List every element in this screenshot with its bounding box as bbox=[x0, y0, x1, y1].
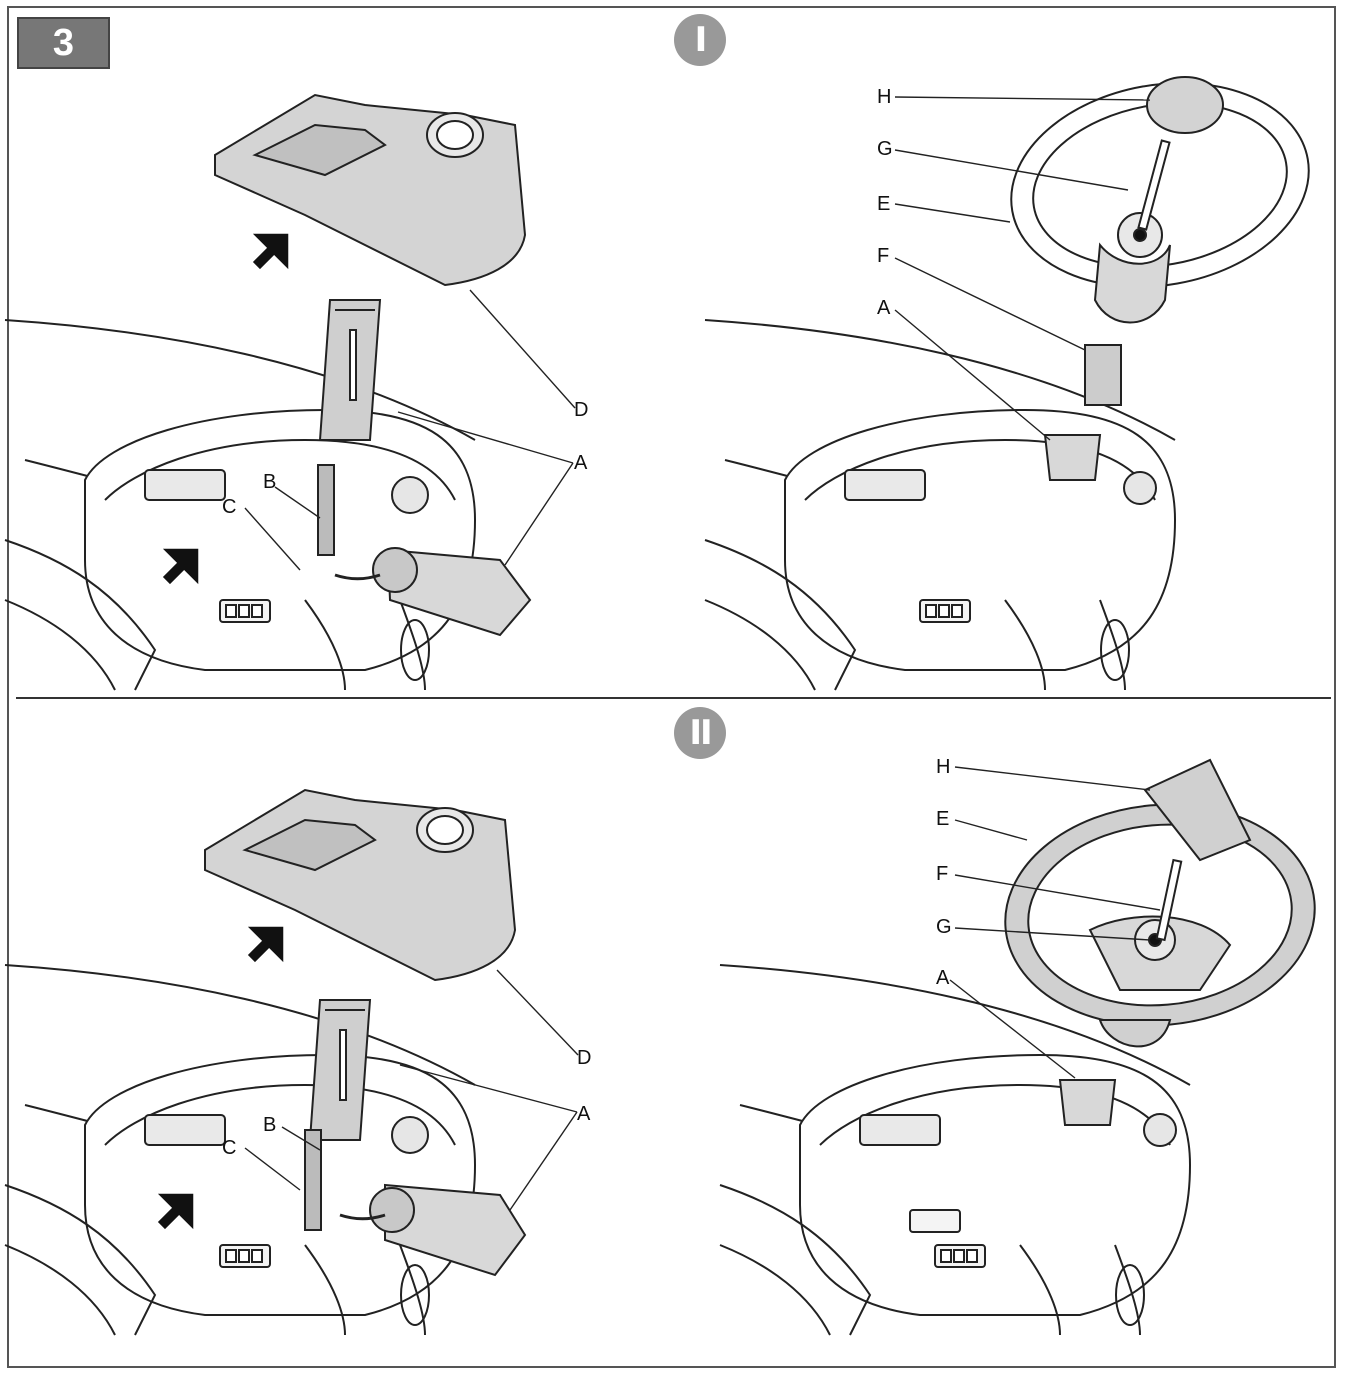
label-g: G bbox=[936, 916, 952, 938]
step-number-badge: 3 bbox=[17, 17, 110, 69]
panel-2-left-illustration bbox=[4, 789, 527, 1336]
label-h: H bbox=[936, 756, 951, 778]
panel-1-roman-badge: I bbox=[674, 14, 726, 66]
label-a: A bbox=[577, 1103, 591, 1125]
diagram-frame bbox=[7, 6, 1336, 1368]
label-a: A bbox=[877, 297, 891, 319]
label-f: F bbox=[936, 863, 949, 885]
label-e: E bbox=[936, 808, 950, 830]
label-d: D bbox=[574, 399, 589, 421]
panel-1-left-illustration bbox=[4, 94, 532, 691]
panel-2-roman-badge: II bbox=[674, 707, 726, 759]
panel-1-right-illustration bbox=[704, 76, 1310, 691]
panel-2-right-illustration bbox=[719, 758, 1316, 1336]
leader-lines bbox=[244, 96, 1161, 1211]
label-a: A bbox=[574, 452, 588, 474]
label-h: H bbox=[877, 86, 892, 108]
panel-divider bbox=[16, 697, 1331, 699]
label-c: C bbox=[222, 1137, 237, 1159]
label-g: G bbox=[877, 138, 893, 160]
label-c: C bbox=[222, 496, 237, 518]
label-b: B bbox=[263, 1114, 277, 1136]
label-a: A bbox=[936, 967, 950, 989]
label-e: E bbox=[877, 193, 891, 215]
label-d: D bbox=[577, 1047, 592, 1069]
label-f: F bbox=[877, 245, 890, 267]
label-b: B bbox=[263, 471, 277, 493]
